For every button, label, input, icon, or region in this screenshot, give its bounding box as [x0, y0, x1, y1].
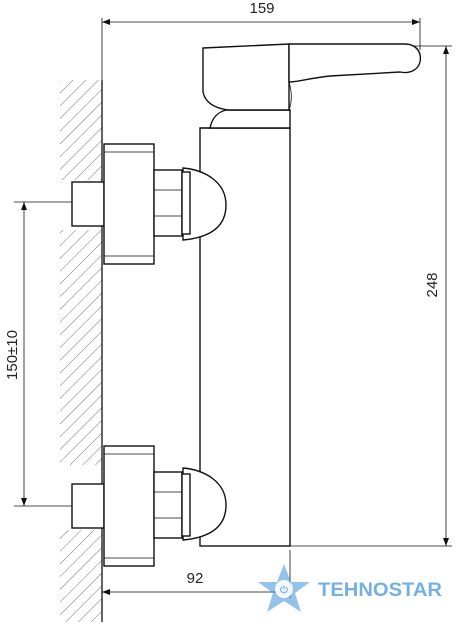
- dimension-label-height: 248: [424, 272, 441, 297]
- dimension-label-spacing: 150±10: [4, 330, 21, 380]
- lower-fitting: [71, 445, 191, 567]
- dimension-right: 248: [290, 45, 452, 547]
- mixer-body: [182, 127, 291, 547]
- dimension-label-width: 159: [249, 0, 274, 17]
- brand-name: TEHNOSTAR: [318, 580, 442, 601]
- wall-section: [60, 80, 103, 622]
- mixer-handle: [202, 43, 422, 129]
- dimension-top: 159: [101, 0, 421, 110]
- svg-text:⏻: ⏻: [280, 585, 288, 596]
- upper-fitting: [71, 143, 191, 265]
- watermark-logo: ⏻ TEHNOSTAR: [258, 564, 442, 612]
- star-icon: ⏻: [258, 564, 310, 612]
- dimension-left: 150±10: [4, 201, 72, 507]
- dimension-label-depth: 92: [187, 570, 204, 587]
